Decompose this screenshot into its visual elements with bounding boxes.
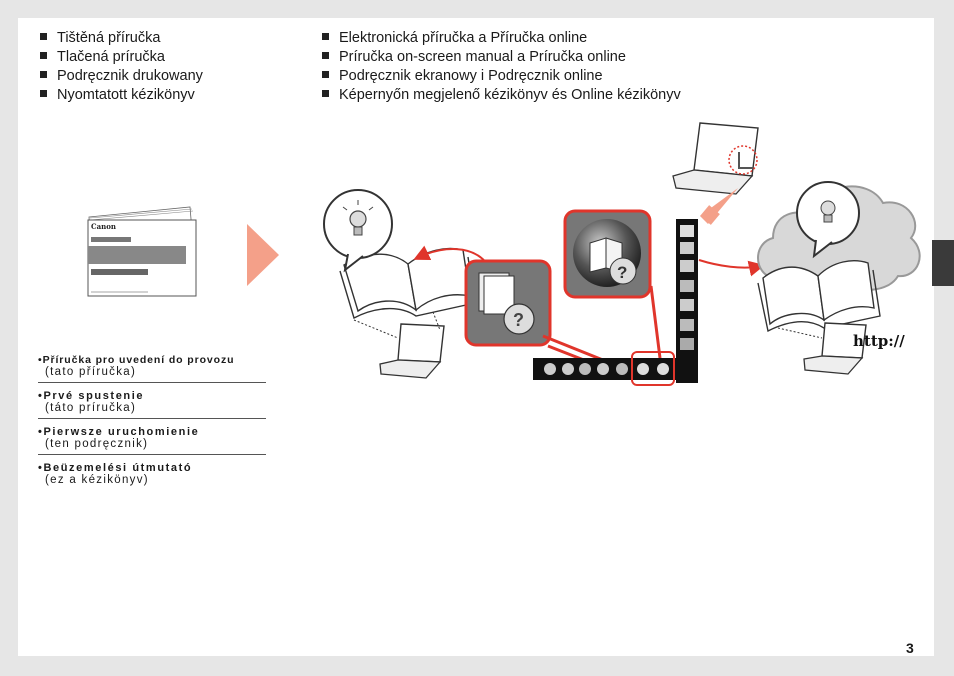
square-bullet-icon <box>322 90 329 97</box>
question-icon <box>503 303 535 335</box>
page-number: 3 <box>906 640 914 656</box>
guide-subtitle: (ten podręcznik) <box>45 438 149 450</box>
print-manual-list: Tištěná příručka Tlačená príručka Podręc… <box>40 29 203 105</box>
guide-subtitle: (tato příručka) <box>45 366 137 378</box>
guide-subtitle: (táto príručka) <box>45 402 137 414</box>
manual-page: Tištěná příručka Tlačená príručka Podręc… <box>18 18 934 656</box>
list-item: Príručka on-screen manual a Príručka onl… <box>322 48 681 67</box>
laptop-icon <box>672 122 759 225</box>
manual-illustration: Canon <box>87 122 921 386</box>
cursor-icon <box>728 145 758 175</box>
list-item: •Beüzemelési útmutató (ez a kézikönyv) <box>38 455 266 490</box>
guide-title: •Příručka pro uvedení do provozu <box>38 354 235 366</box>
square-bullet-icon <box>40 71 47 78</box>
square-bullet-icon <box>322 33 329 40</box>
list-item: •Příručka pro uvedení do provozu (tato p… <box>38 352 266 383</box>
guide-title: •Beüzemelési útmutató <box>38 462 193 474</box>
square-bullet-icon <box>40 33 47 40</box>
lightbulb-icon <box>323 189 393 273</box>
setup-guide-list: •Příručka pro uvedení do provozu (tato p… <box>38 352 266 490</box>
square-bullet-icon <box>40 90 47 97</box>
list-item: Elektronická příručka a Příručka online <box>322 29 681 48</box>
url-label: http:// <box>853 332 905 350</box>
booklet-brand: Canon <box>91 222 116 231</box>
section-tab <box>932 240 954 286</box>
square-bullet-icon <box>322 71 329 78</box>
laptop-icon <box>353 311 445 379</box>
horizontal-toolbar <box>533 351 698 386</box>
highlight-ring <box>631 351 675 386</box>
guide-title: •Prvé spustenie <box>38 390 145 402</box>
electronic-manual-list: Elektronická příručka a Příručka online … <box>322 29 681 105</box>
list-item: Tištěná příručka <box>40 29 203 48</box>
guide-title: •Pierwsze uruchomienie <box>38 426 200 438</box>
list-item: •Prvé spustenie (táto príručka) <box>38 383 266 419</box>
square-bullet-icon <box>40 52 47 59</box>
list-item: Podręcznik drukowany <box>40 67 203 86</box>
guide-subtitle: (ez a kézikönyv) <box>45 474 149 486</box>
online-manual-callout: ? <box>464 259 639 380</box>
list-item: Képernyőn megjelenő kézikönyv és Online … <box>322 86 681 105</box>
printed-booklet: Canon <box>87 206 197 297</box>
svg-text:?: ? <box>513 310 524 330</box>
square-bullet-icon <box>322 52 329 59</box>
book-icon <box>757 260 881 333</box>
globe-callout: ? <box>563 209 662 359</box>
list-item: Nyomtatott kézikönyv <box>40 86 203 105</box>
list-item: Tlačená príručka <box>40 48 203 67</box>
list-item: Podręcznik ekranowy i Podręcznik online <box>322 67 681 86</box>
next-arrow-icon <box>247 224 279 286</box>
laptop-icon <box>777 322 867 375</box>
list-item: •Pierwsze uruchomienie (ten podręcznik) <box>38 419 266 455</box>
svg-text:?: ? <box>617 263 627 282</box>
lightbulb-icon <box>796 181 860 259</box>
vertical-toolbar <box>676 219 698 383</box>
